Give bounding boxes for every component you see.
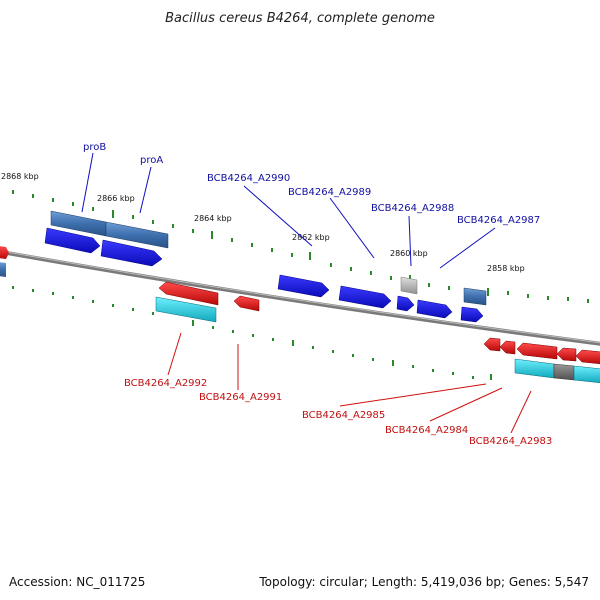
label-A2985[interactable]: BCB4264_A2985 [302, 410, 385, 421]
cds-arrow-A2990[interactable] [277, 274, 330, 298]
accession-text: Accession: NC_011725 [9, 575, 145, 589]
genome-backbone [0, 249, 600, 346]
cds-arrow-A2987b[interactable] [460, 306, 484, 323]
gene-bar-A2983[interactable] [573, 365, 600, 384]
label-A2984[interactable]: BCB4264_A2984 [385, 425, 468, 436]
cds-arrow-A2992[interactable] [158, 281, 219, 306]
cds-arrow-proA[interactable] [100, 239, 163, 267]
cds-arrow-A2991[interactable] [233, 295, 260, 312]
tick-label-2864: 2864 kbp [194, 214, 232, 223]
cds-arrow-A2983a[interactable] [556, 347, 577, 362]
reverse-gene-track [155, 296, 600, 384]
cds-arrow-A2989[interactable] [338, 285, 392, 309]
gene-bar-left-edge [0, 262, 6, 277]
forward-label-leaders [81, 152, 496, 269]
cds-arrow-left-edge [0, 246, 9, 259]
label-A2990[interactable]: BCB4264_A2990 [207, 173, 290, 184]
cds-arrow-A2983b[interactable] [575, 349, 600, 365]
gene-bar-A2988[interactable] [400, 276, 418, 295]
tick-label-2866: 2866 kbp [97, 194, 135, 203]
tick-label-2860: 2860 kbp [390, 249, 428, 258]
cds-arrow-proB[interactable] [44, 227, 101, 254]
tick-label-2862: 2862 kbp [292, 233, 330, 242]
topology-text: Topology: circular; Length: 5,419,036 bp… [258, 575, 589, 589]
inner-tick-track [12, 286, 492, 380]
label-A2991[interactable]: BCB4264_A2991 [199, 392, 282, 403]
reverse-labels: BCB4264_A2992 BCB4264_A2991 BCB4264_A298… [124, 378, 552, 447]
label-A2987[interactable]: BCB4264_A2987 [457, 215, 540, 226]
label-A2983[interactable]: BCB4264_A2983 [469, 436, 552, 447]
cds-arrow-A2984[interactable] [516, 342, 558, 360]
label-A2992[interactable]: BCB4264_A2992 [124, 378, 207, 389]
label-A2989[interactable]: BCB4264_A2989 [288, 187, 371, 198]
label-proB[interactable]: proB [83, 142, 106, 153]
gene-bar-A2987[interactable] [463, 287, 487, 306]
cds-arrow-A2985a[interactable] [483, 337, 501, 352]
gene-bar-A2992[interactable] [155, 296, 217, 323]
page-title: Bacillus cereus B4264, complete genome [165, 11, 435, 26]
reverse-label-leaders [167, 332, 532, 434]
gene-bar-A2984[interactable] [514, 358, 555, 379]
tick-label-2858: 2858 kbp [487, 264, 525, 273]
cds-arrow-A2987a[interactable] [416, 299, 453, 319]
forward-labels: proB proA BCB4264_A2990 BCB4264_A2989 BC… [83, 142, 540, 226]
label-A2988[interactable]: BCB4264_A2988 [371, 203, 454, 214]
tick-labels: 2868 kbp 2866 kbp 2864 kbp 2862 kbp 2860… [1, 172, 525, 273]
outer-tick-track [12, 190, 589, 303]
reverse-cds-track [0, 246, 600, 365]
forward-cds-track [44, 227, 484, 323]
tick-label-2868: 2868 kbp [1, 172, 39, 181]
cds-arrow-A2985b[interactable] [499, 340, 516, 355]
gene-bar-proA[interactable] [105, 221, 169, 249]
cds-arrow-A2988[interactable] [396, 295, 415, 312]
label-proA[interactable]: proA [140, 155, 163, 166]
forward-gene-track [0, 210, 487, 306]
gene-bar-A2984-pseudo[interactable] [553, 363, 575, 381]
